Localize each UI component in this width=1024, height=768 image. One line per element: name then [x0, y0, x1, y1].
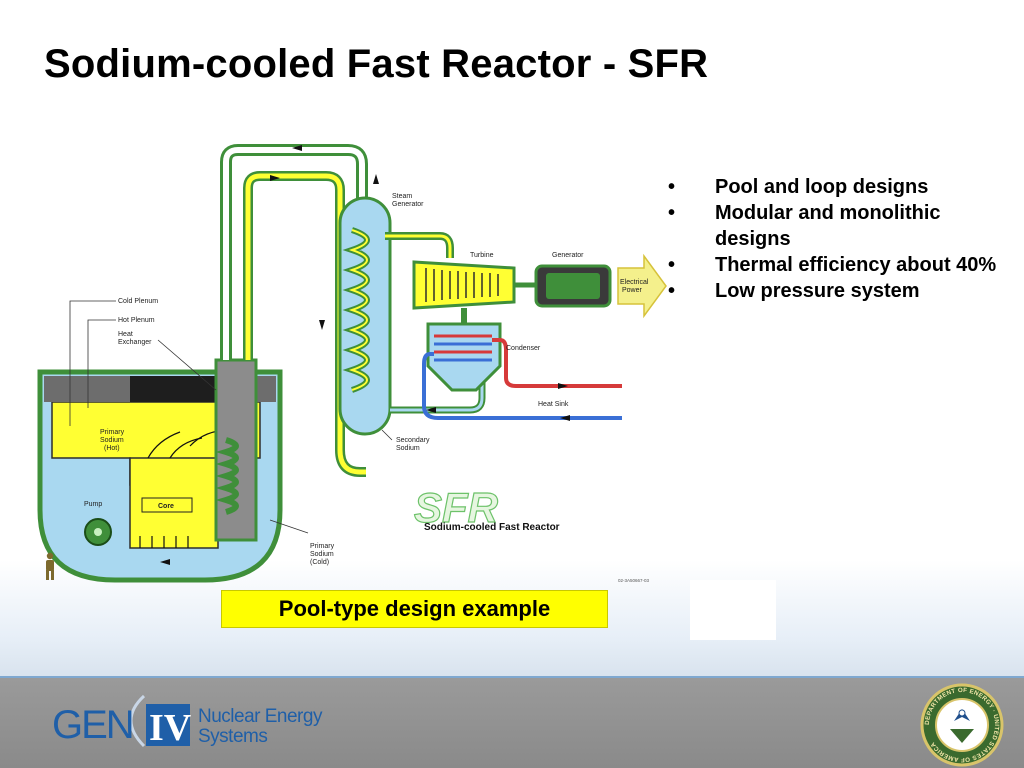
logo-iv-box [146, 704, 190, 746]
label-steam-generator-1: Steam [392, 193, 412, 200]
label-primary-hot-2: Sodium [100, 437, 124, 444]
sfr-diagram: Core [30, 140, 670, 590]
bullet-text: Thermal efficiency about 40% [715, 254, 997, 276]
pipe-flow-arrows [160, 145, 570, 565]
label-heat-sink: Heat Sink [538, 401, 569, 408]
gen-iv-logo: GEN IV Nuclear Energy Systems [52, 694, 323, 749]
bullet-glyph: • [668, 280, 676, 302]
condenser [426, 322, 502, 392]
footer-divider [0, 676, 1024, 678]
label-condenser: Condenser [506, 345, 541, 352]
label-cold-plenum: Cold Plenum [118, 298, 158, 305]
person-figure [46, 552, 54, 580]
label-primary-cold-3: (Cold) [310, 559, 329, 566]
cover-gas-highlight [130, 376, 220, 402]
heat-sink-cold [422, 352, 622, 420]
turbine [412, 260, 516, 310]
heat-sink-hot [492, 338, 622, 388]
label-steam-generator-2: Generator [392, 201, 424, 208]
bullet-text: Modular and monolithic designs [715, 202, 941, 250]
bullet-list: • Pool and loop designs • Modular and mono… [668, 174, 1018, 304]
bullet-text: Low pressure system [715, 280, 920, 302]
bullet-glyph: • [668, 176, 676, 198]
label-primary-hot-3: (Hot) [104, 445, 120, 452]
diagram-caption: Pool-type design example [221, 590, 608, 628]
bullet-glyph: • [668, 254, 676, 276]
logo-line2: Systems [198, 726, 267, 747]
turbine-blades [425, 268, 499, 302]
electrical-power-arrow [617, 253, 667, 319]
label-electrical-power-1: Electrical [620, 279, 649, 286]
bullet-item: • Modular and monolithic designs [668, 200, 1018, 252]
label-primary-cold-1: Primary [310, 543, 335, 550]
label-heat-exchanger-2: Exchanger [118, 339, 152, 346]
slide-title: Sodium-cooled Fast Reactor - SFR [44, 42, 709, 86]
label-electrical-power-2: Power [622, 287, 643, 294]
sfr-subtitle: Sodium-cooled Fast Reactor [424, 522, 560, 533]
label-primary-hot-1: Primary [100, 429, 125, 436]
bullet-text: Pool and loop designs [715, 176, 929, 198]
logo-gen: GEN [52, 703, 133, 747]
label-secondary-sodium-1: Secondary [396, 437, 430, 444]
core-label: Core [158, 503, 174, 510]
label-generator: Generator [552, 252, 584, 259]
sfr-logo: SFR [414, 484, 499, 531]
bullet-item: • Pool and loop designs [668, 174, 1018, 200]
label-hot-plenum: Hot Plenum [118, 317, 155, 324]
label-secondary-sodium-2: Sodium [396, 445, 420, 452]
heat-exchanger-coil [215, 437, 239, 515]
label-turbine: Turbine [470, 252, 494, 259]
condenser-tubes [434, 334, 492, 362]
doe-seal: DEPARTMENT OF ENERGY · UNITED STATES OF … [920, 683, 1004, 767]
bullet-item: • Thermal efficiency about 40% [668, 252, 1018, 278]
drawing-id: 02-3A50667-03 [618, 578, 650, 583]
blank-placeholder [690, 580, 776, 640]
logo-iv: IV [149, 707, 192, 749]
logo-line1: Nuclear Energy [198, 706, 323, 727]
core-flow-arrows [139, 536, 189, 548]
bullet-item: • Low pressure system [668, 278, 1018, 304]
label-pump: Pump [84, 501, 102, 508]
label-heat-exchanger-1: Heat [118, 331, 133, 338]
sfr-schematic: Core [37, 144, 667, 583]
steam-line [385, 232, 454, 258]
bullet-glyph: • [668, 202, 676, 224]
core-box [141, 497, 193, 513]
leader-lines [69, 300, 393, 534]
label-primary-cold-2: Sodium [310, 551, 334, 558]
logo-swoosh [129, 694, 146, 748]
